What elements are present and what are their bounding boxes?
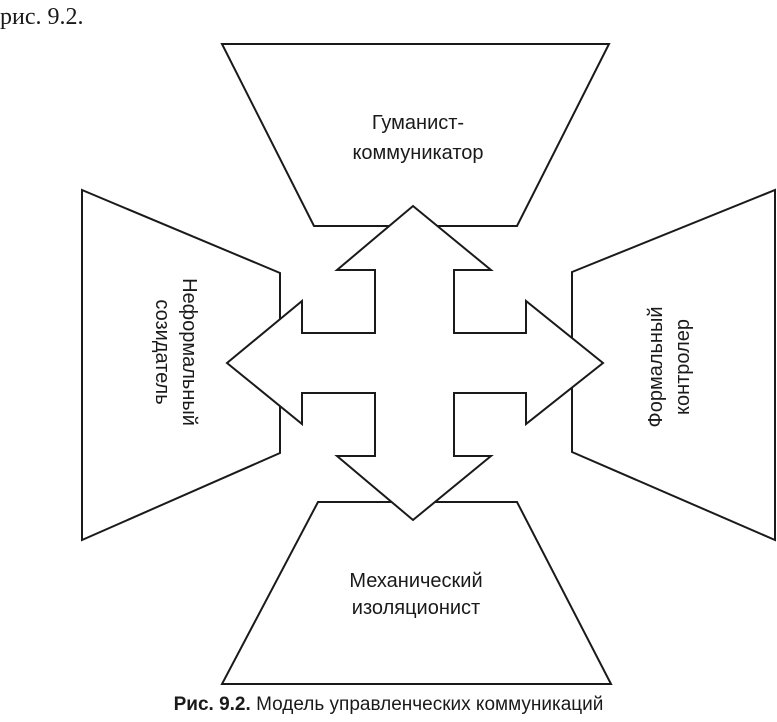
left-label-line2: созидатель: [151, 299, 173, 404]
figure-caption: Рис. 9.2. Модель управленческих коммуник…: [0, 694, 777, 716]
left-trapezoid: [81, 188, 281, 542]
caption-number: Рис. 9.2.: [173, 694, 251, 715]
four-way-arrow: [225, 204, 605, 522]
top-trapezoid: [220, 43, 611, 227]
top-label-line1: Гуманист-: [372, 112, 464, 134]
left-label-line1: Неформальный: [178, 278, 200, 426]
right-label-line1: Формальный: [645, 306, 667, 427]
bottom-label-line2: изоляционист: [352, 597, 480, 619]
bottom-label-line1: Механический: [349, 570, 482, 592]
top-label-line2: коммуникатор: [352, 142, 483, 164]
right-trapezoid: [571, 188, 776, 542]
bottom-trapezoid: [220, 501, 613, 685]
header-text: рис. 9.2.: [0, 4, 84, 30]
communication-model-diagram: Гуманист- коммуникатор Неформальный сози…: [81, 43, 776, 685]
caption-title: Модель управленческих коммуникаций: [256, 694, 604, 715]
right-label-line2: контролер: [672, 319, 694, 415]
